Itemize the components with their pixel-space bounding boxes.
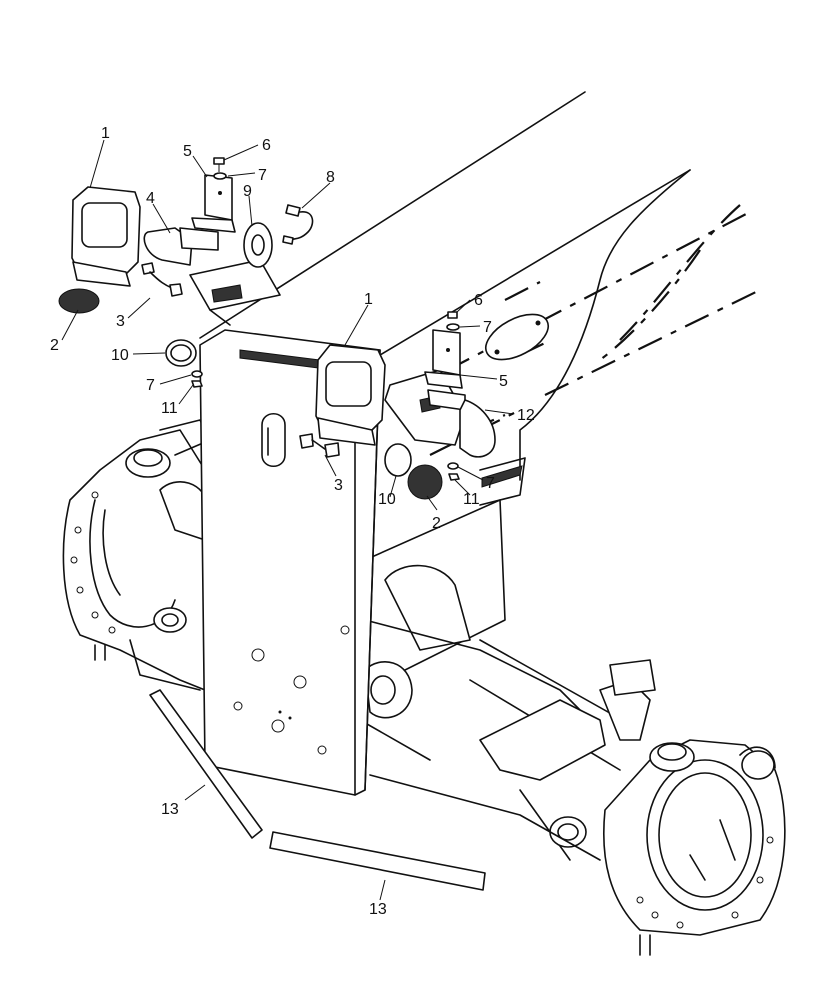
callout-10-right: 10 [378, 491, 396, 508]
callout-9: 9 [243, 183, 252, 200]
callout-13-right: 13 [369, 901, 387, 918]
horn-9 [243, 222, 273, 268]
callout-5-right: 5 [499, 373, 508, 390]
left-nut-11 [191, 380, 203, 388]
callout-7-right: 7 [483, 319, 492, 336]
callout-11-right: 11 [463, 491, 480, 508]
callout-13-left: 13 [161, 801, 179, 818]
right-axle-housing [469, 639, 786, 956]
left-washer-7b [191, 370, 203, 378]
left-grommet-10 [165, 339, 197, 367]
left-bolt-6 [213, 157, 225, 172]
left-axle-housing [62, 419, 211, 691]
callout-3-right: 3 [334, 477, 343, 494]
leader-lines [61, 139, 514, 901]
callout-labels: 1 1 2 2 3 3 4 5 5 6 6 7 7 7 8 9 10 10 11… [50, 125, 535, 918]
left-harness-3 [141, 262, 183, 297]
light-mount-bars [189, 259, 466, 446]
right-washer-7 [446, 323, 460, 331]
callout-7-left-bottom: 7 [146, 377, 155, 394]
right-harness-3 [299, 433, 340, 458]
left-work-lamp [71, 186, 141, 287]
right-bracket-12 [427, 389, 496, 458]
decal-strip-right [269, 831, 486, 891]
left-reflector [58, 288, 100, 314]
right-reflector [407, 464, 443, 500]
right-grommet-10 [384, 443, 412, 477]
right-work-lamp [315, 344, 386, 446]
callout-7-right-bottom: 7 [486, 475, 495, 492]
right-bolt-6 [447, 311, 458, 319]
callout-5-left: 5 [183, 143, 192, 160]
callout-6-left: 6 [262, 137, 271, 154]
left-washer-7 [213, 172, 227, 180]
right-washer-7b [447, 462, 459, 470]
callout-2-left: 2 [50, 337, 59, 354]
left-bracket-4 [143, 227, 219, 266]
harness-8 [282, 204, 314, 245]
callout-1-left: 1 [101, 125, 110, 142]
callout-12: 12 [517, 407, 535, 424]
callout-11-left: 11 [161, 400, 178, 417]
callout-7-left-top: 7 [258, 167, 267, 184]
right-bracket-5 [424, 329, 463, 389]
callout-4: 4 [146, 190, 155, 207]
right-nut-11 [448, 473, 460, 481]
callout-2-right: 2 [432, 515, 441, 532]
callout-3-left: 3 [116, 313, 125, 330]
callout-10-left: 10 [111, 347, 129, 364]
callout-6-right: 6 [474, 292, 483, 309]
center-chassis [359, 499, 606, 861]
left-bracket-5 [191, 174, 236, 233]
decal-strip-left [149, 689, 263, 839]
callout-8: 8 [326, 169, 335, 186]
callout-1-right: 1 [364, 291, 373, 308]
